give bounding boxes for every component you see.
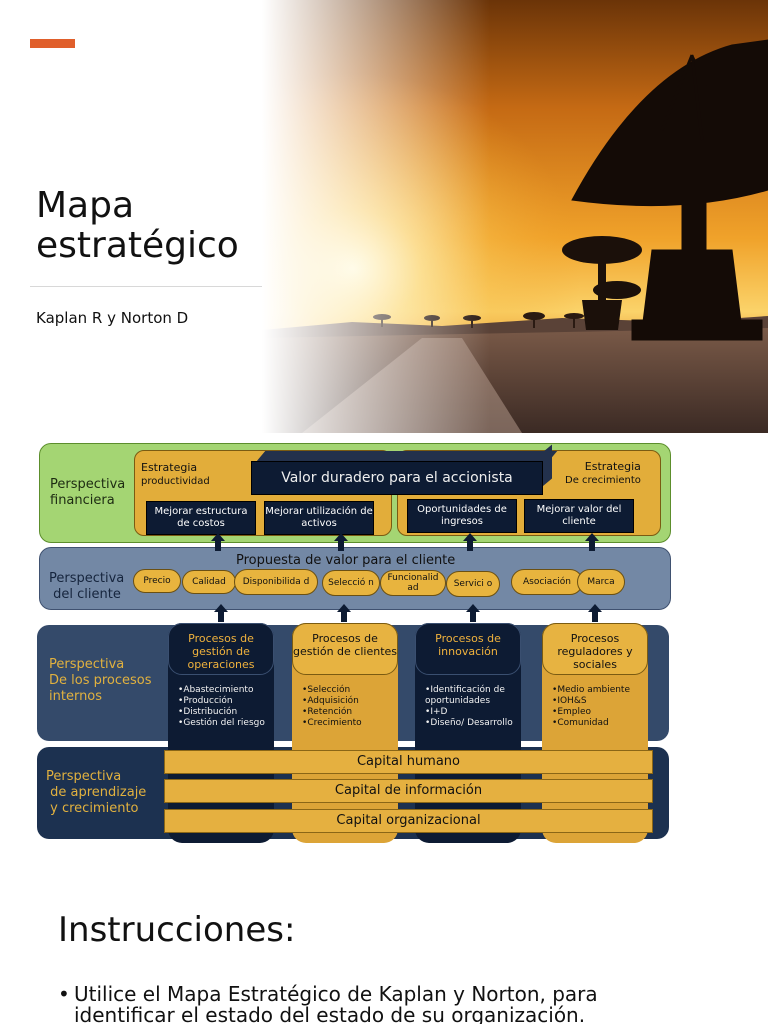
title-divider [30,286,281,287]
process-item: Abastecimiento [178,685,272,696]
title-line-1: Mapa [36,185,135,226]
label-line: Perspectiva [50,477,126,492]
perspective-customer-label: Perspectiva del cliente [49,571,124,603]
up-arrow-icon [214,604,228,622]
process-items: Identificación de oportunidades I+D Dise… [425,685,519,729]
label-line: productividad [141,476,210,487]
accent-bar [30,39,75,48]
label-line: Perspectiva [49,657,125,672]
slide-title: Mapa estratégico [36,186,239,266]
process-column-regulatory: Procesos reguladores y sociales Medio am… [542,623,648,843]
label-line: internos [49,689,103,704]
process-column-clients: Procesos de gestión de clientes Selecció… [292,623,398,843]
shareholder-value-box: Valor duradero para el accionista [251,461,543,495]
attribute-servicio: Servici o [446,571,500,597]
attribute-precio: Precio [133,569,181,593]
process-title: Procesos de gestión de clientes [292,623,398,675]
label-line: de aprendizaje [50,785,147,800]
attribute-calidad: Calidad [182,570,236,594]
label-line: Estrategia [584,460,641,473]
radio-telescope-photo [262,0,768,433]
process-item: Identificación de oportunidades [425,685,519,707]
process-title: Procesos de gestión de operaciones [168,623,274,675]
perspective-learning-label: Perspectiva de aprendizaje y crecimiento [46,769,146,817]
process-item: Crecimiento [302,718,396,729]
process-item: IOH&S [552,696,646,707]
label-line: financiera [50,493,115,508]
objective-cost-structure: Mejorar estructura de costos [146,501,256,535]
instructions-title: Instrucciones: [58,910,296,950]
process-item: Comunidad [552,718,646,729]
attribute-asociacion: Asociación [511,569,583,595]
process-title: Procesos reguladores y sociales [542,623,648,675]
up-arrow-icon [337,604,351,622]
capital-humano-bar: Capital humano [164,750,653,774]
objective-asset-utilization: Mejorar utilización de activos [264,501,374,535]
process-item: Retención [302,707,396,718]
perspective-internal-label: Perspectiva De los procesos internos [49,657,152,705]
attribute-marca: Marca [577,569,625,595]
attribute-disponibilidad: Disponibilida d [234,569,318,595]
instructions-bullet: •Utilice el Mapa Estratégico de Kaplan y… [58,984,698,1024]
label-line: y crecimiento [50,801,139,816]
process-items: Medio ambiente IOH&S Empleo Comunidad [552,685,646,729]
instruction-line-2: identificar el estado del estado de su o… [74,1003,586,1024]
process-items: Abastecimiento Producción Distribución G… [178,685,272,729]
bullet-icon: • [58,982,70,1006]
title-slide: Mapa estratégico Kaplan R y Norton D [0,0,768,433]
instruction-line-1: Utilice el Mapa Estratégico de Kaplan y … [74,982,598,1006]
process-column-innovation: Procesos de innovación Identificación de… [415,623,521,843]
process-column-operations: Procesos de gestión de operaciones Abast… [168,623,274,843]
process-item: Selección [302,685,396,696]
up-arrow-icon [463,533,477,551]
up-arrow-icon [466,604,480,622]
attribute-seleccion: Selecció n [322,570,380,596]
up-arrow-icon [334,533,348,551]
process-item: Diseño/ Desarrollo [425,718,519,729]
label-line: De los procesos [49,673,152,688]
process-item: Medio ambiente [552,685,646,696]
objective-customer-value: Mejorar valor del cliente [524,499,634,533]
productivity-strategy-label: Estrategia productividad [141,461,210,488]
process-items: Selección Adquisición Retención Crecimie… [302,685,396,729]
growth-strategy-label: Estrategia De crecimiento [565,460,641,487]
up-arrow-icon [585,533,599,551]
label-line: Estrategia [141,461,198,474]
process-item: Gestión del riesgo [178,718,272,729]
slide-subtitle: Kaplan R y Norton D [36,309,189,327]
title-line-2: estratégico [36,225,239,266]
process-item: Empleo [552,707,646,718]
strategy-map: Perspectiva financiera Perspectiva del c… [0,433,768,850]
perspective-financial-label: Perspectiva financiera [50,477,125,509]
up-arrow-icon [211,533,225,551]
label-line: Perspectiva [46,769,122,784]
process-item: Adquisición [302,696,396,707]
process-title: Procesos de innovación [415,623,521,675]
process-item: Distribución [178,707,272,718]
capital-informacion-bar: Capital de información [164,779,653,803]
attribute-funcionalidad: Funcionalid ad [380,570,446,596]
capital-organizacional-bar: Capital organizacional [164,809,653,833]
value-proposition-title: Propuesta de valor para el cliente [236,553,456,568]
label-line: del cliente [53,587,121,602]
process-item: I+D [425,707,519,718]
label-line: Perspectiva [49,571,125,586]
objective-revenue-opportunities: Oportunidades de ingresos [407,499,517,533]
process-item: Producción [178,696,272,707]
up-arrow-icon [588,604,602,622]
label-line: De crecimiento [565,475,641,486]
